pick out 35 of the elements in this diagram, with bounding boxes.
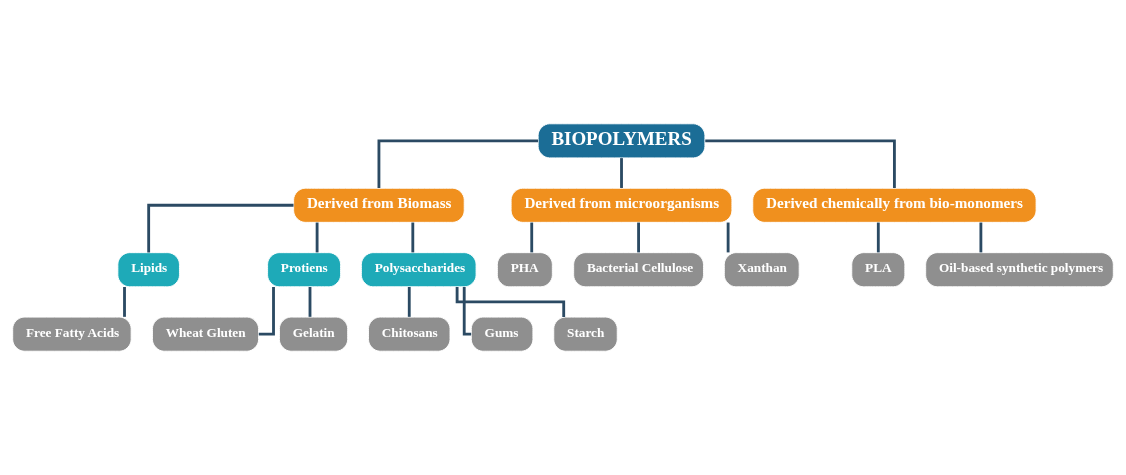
node-box: Gelatin	[278, 316, 349, 352]
node-box: Derived chemically from bio-monomers	[752, 187, 1037, 223]
connector	[147, 203, 294, 253]
connector	[726, 222, 730, 253]
connector	[258, 287, 275, 336]
node-box: Lipids	[117, 252, 180, 288]
connector	[455, 286, 566, 317]
node-box: Oil-based synthetic polymers	[925, 252, 1114, 288]
node-box: Bacterial Cellulose	[573, 252, 704, 288]
connector	[979, 222, 983, 253]
node-box: BIOPOLYMERS	[537, 123, 706, 159]
connector	[462, 287, 472, 336]
node-box: Derived from microorganisms	[510, 187, 733, 223]
connector	[411, 222, 415, 253]
node-box: Wheat Gluten	[152, 316, 260, 352]
node-box: Derived from Biomass	[293, 187, 465, 223]
node-box: Chitosans	[368, 316, 451, 352]
connector	[620, 158, 623, 188]
connector	[308, 287, 312, 317]
connector	[407, 287, 411, 317]
node-box: Polysaccharides	[360, 252, 477, 288]
connector	[876, 222, 880, 253]
connector	[705, 139, 896, 188]
node-box: Gums	[470, 316, 534, 352]
node-box: PLA	[851, 252, 906, 288]
connector	[637, 222, 640, 253]
connector	[377, 139, 539, 188]
connector	[315, 222, 319, 253]
connector	[530, 222, 534, 253]
node-box: Free Fatty Acids	[12, 316, 132, 352]
node-box: PHA	[496, 252, 553, 288]
node-box: Starch	[553, 316, 618, 352]
node-box: Protiens	[267, 252, 342, 288]
connector	[123, 287, 126, 317]
node-box: Xanthan	[723, 252, 800, 288]
